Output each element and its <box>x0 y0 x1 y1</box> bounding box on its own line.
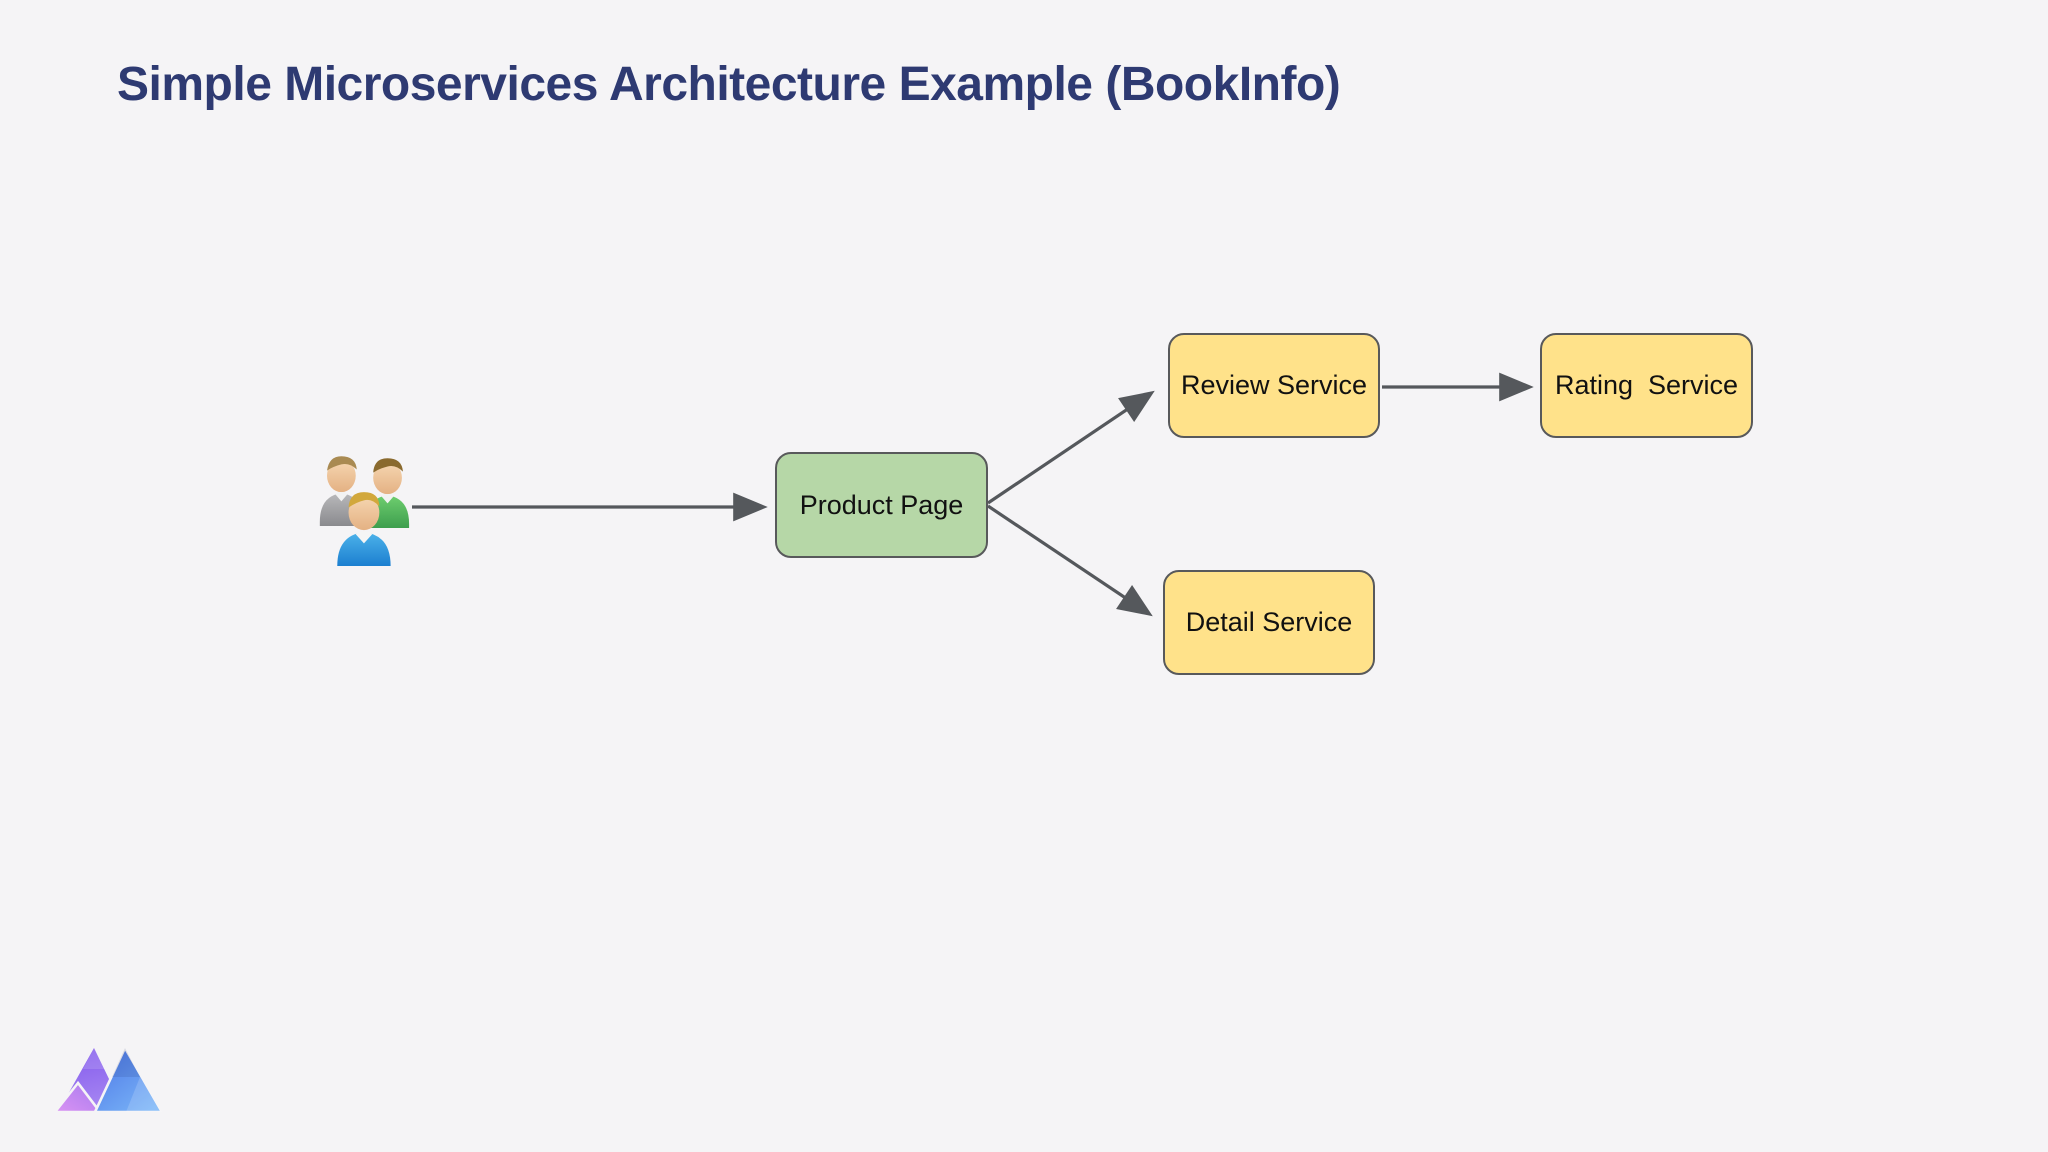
edge-product-to-detail <box>987 504 1153 617</box>
node-label: Rating Service <box>1554 370 1739 400</box>
node-label: Product Page <box>799 489 964 520</box>
mermaid-chart-logo <box>54 1047 165 1114</box>
edge-product-to-review <box>987 390 1155 505</box>
person-blue <box>337 492 391 566</box>
diagram-title: Simple Microservices Architecture Exampl… <box>117 58 1341 111</box>
logo-triangles <box>54 1047 165 1114</box>
node-label: Review Service <box>1180 370 1368 400</box>
users-icon <box>319 456 410 566</box>
node-review-service: Review Service <box>1168 333 1380 438</box>
node-rating-service: Rating Service <box>1540 333 1753 438</box>
node-label: Detail Service <box>1185 607 1353 637</box>
node-detail-service: Detail Service <box>1163 570 1375 675</box>
node-product-page: Product Page <box>775 452 988 558</box>
